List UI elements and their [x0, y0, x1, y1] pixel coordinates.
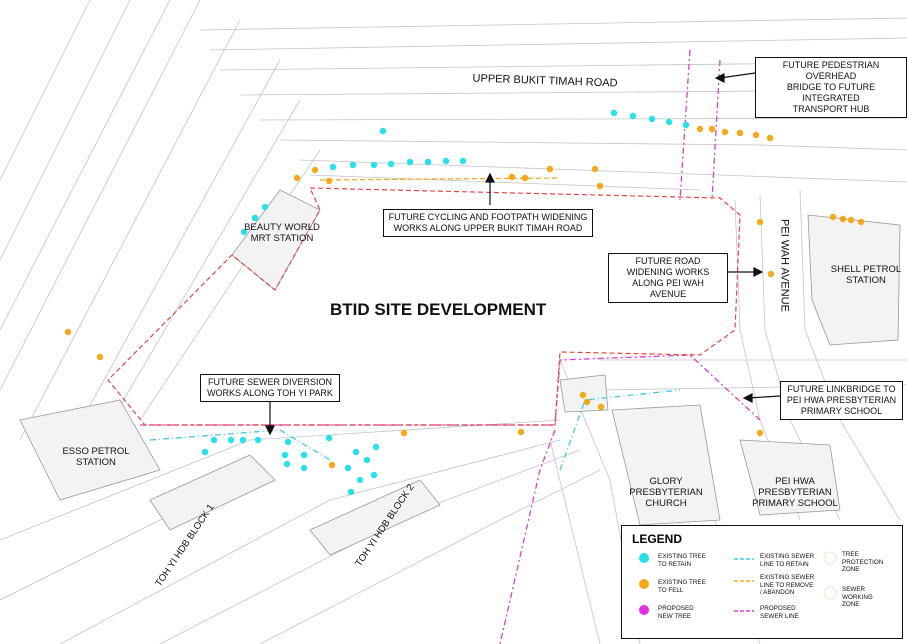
tree-marker	[508, 173, 516, 181]
tree-marker	[424, 158, 432, 166]
tree-marker	[325, 434, 333, 442]
tree-marker	[284, 438, 292, 446]
building-outlines	[19, 189, 901, 556]
legend-label-sewer-remove: EXISTING SEWER LINE TO REMOVE / ABANDON	[760, 574, 815, 596]
legend-label-sewer-proposed: PROPOSED SEWER LINE	[760, 605, 799, 620]
tree-marker	[370, 161, 378, 169]
tree-marker	[370, 471, 378, 479]
tree-marker	[610, 109, 618, 117]
label-pei-hwa-school: PEI HWA PRESBYTERIAN PRIMARY SCHOOL	[752, 476, 838, 509]
tree-marker	[300, 451, 308, 459]
tree-marker	[251, 214, 259, 222]
tree-marker	[597, 403, 605, 411]
legend-title: LEGEND	[632, 532, 683, 546]
tree-marker	[210, 436, 218, 444]
tree-marker	[387, 160, 395, 168]
tree-marker	[521, 174, 529, 182]
tree-marker	[352, 448, 360, 456]
tree-marker	[708, 125, 716, 133]
site-boundary	[107, 187, 741, 426]
tree-marker	[736, 129, 744, 137]
tree-marker	[344, 464, 352, 472]
legend-symbol-tree	[639, 553, 649, 563]
tree-marker	[293, 174, 301, 182]
callout-cycling-footpath: FUTURE CYCLING AND FOOTPATH WIDENING WOR…	[383, 209, 593, 237]
tree-marker	[240, 228, 248, 236]
tree-marker	[721, 128, 729, 136]
tree-marker	[227, 436, 235, 444]
tree-marker	[857, 218, 865, 226]
label-pei-wah-avenue: PEI WAH AVENUE	[778, 219, 791, 312]
tree-marker	[766, 134, 774, 142]
tree-marker	[829, 213, 837, 221]
tree-marker	[356, 476, 364, 484]
tree-marker	[682, 121, 690, 129]
tree-marker	[459, 157, 467, 165]
tree-marker	[847, 216, 855, 224]
tree-marker	[546, 165, 554, 173]
callout-arrows	[265, 72, 781, 436]
tree-marker	[372, 443, 380, 451]
tree-marker	[311, 166, 319, 174]
tree-marker	[96, 353, 104, 361]
label-glory-church: GLORY PRESBYTERIAN CHURCH	[629, 476, 703, 509]
tree-marker	[329, 163, 337, 171]
tree-marker	[442, 157, 450, 165]
tree-marker	[328, 461, 336, 469]
tree-marker	[648, 115, 656, 123]
tree-marker	[283, 460, 291, 468]
tree-marker	[347, 488, 355, 496]
tree-marker	[349, 161, 357, 169]
callout-sewer-diversion: FUTURE SEWER DIVERSION WORKS ALONG TOH Y…	[200, 374, 340, 402]
legend-symbol-tree	[639, 579, 649, 589]
tree-marker	[64, 328, 72, 336]
tree-marker	[596, 182, 604, 190]
legend-symbol-tree	[639, 605, 649, 615]
tree-marker	[591, 165, 599, 173]
tree-marker	[517, 428, 525, 436]
map-legend: LEGEND EXISTING TREE TO RETAIN EXISTING …	[621, 525, 903, 639]
legend-label-tree-retain: EXISTING TREE TO RETAIN	[658, 553, 706, 568]
tree-marker	[281, 451, 289, 459]
tree-marker	[767, 270, 775, 278]
tree-marker	[665, 118, 673, 126]
tree-marker	[201, 448, 209, 456]
tree-marker	[583, 398, 591, 406]
tree-marker	[696, 125, 704, 133]
tree-marker	[261, 203, 269, 211]
legend-symbol-zone	[823, 551, 837, 565]
callout-road-widening: FUTURE ROAD WIDENING WORKS ALONG PEI WAH…	[608, 253, 728, 303]
label-shell-petrol: SHELL PETROL STATION	[830, 264, 902, 286]
legend-label-sewer-retain: EXISTING SEWER LINE TO RETAIN	[760, 553, 815, 568]
tree-marker	[629, 112, 637, 120]
legend-label-tree-proposed: PROPOSED NEW TREE	[658, 605, 694, 620]
tree-marker	[752, 131, 760, 139]
legend-label-tree-protection-zone: TREE PROTECTION ZONE	[842, 551, 884, 573]
legend-symbol-zone	[823, 586, 837, 600]
tree-marker	[325, 177, 333, 185]
tree-marker	[363, 456, 371, 464]
tree-marker	[379, 127, 387, 135]
site-title: BTID SITE DEVELOPMENT	[330, 300, 547, 319]
tree-marker	[254, 436, 262, 444]
tree-marker	[579, 391, 587, 399]
tree-marker	[839, 215, 847, 223]
legend-label-sewer-working-zone: SEWER WORKING ZONE	[842, 586, 873, 608]
tree-markers	[64, 109, 865, 496]
callout-linkbridge: FUTURE LINKBRIDGE TO PEI HWA PRESBYTERIA…	[780, 381, 903, 420]
label-beauty-world-mrt: BEAUTY WORLD MRT STATION	[244, 222, 320, 244]
legend-label-tree-fell: EXISTING TREE TO FELL	[658, 579, 706, 594]
callout-pedestrian-bridge: FUTURE PEDESTRIAN OVERHEAD BRIDGE TO FUT…	[755, 57, 907, 118]
tree-marker	[300, 464, 308, 472]
tree-marker	[406, 158, 414, 166]
tree-marker	[756, 218, 764, 226]
tree-marker	[239, 436, 247, 444]
tree-marker	[756, 429, 764, 437]
tree-marker	[400, 429, 408, 437]
legend-symbols	[639, 551, 837, 615]
label-esso-petrol: ESSO PETROL STATION	[62, 446, 130, 468]
